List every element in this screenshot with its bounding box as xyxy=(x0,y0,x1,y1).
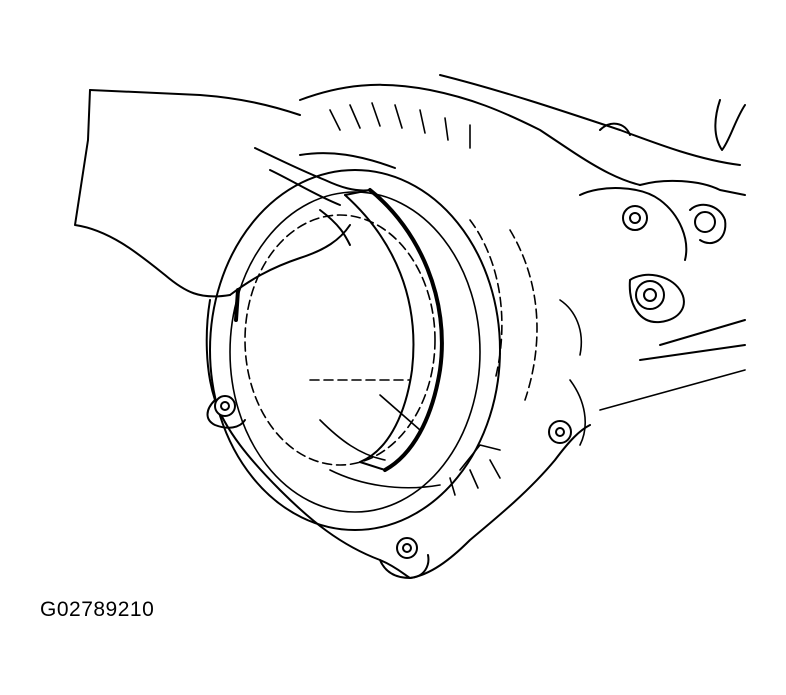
bolt-hole-lower-right xyxy=(548,420,572,444)
bolt-hole-upper xyxy=(622,205,648,231)
figure-id-label: G02789210 xyxy=(40,598,155,621)
housing-flange xyxy=(205,83,641,579)
bolt-holes xyxy=(214,205,716,559)
oil-seal xyxy=(344,188,444,472)
housing-bore-rings xyxy=(209,169,501,531)
bolt-hole-right xyxy=(635,280,665,310)
bolt-hole-far-right xyxy=(694,211,716,233)
bolt-hole-bottom xyxy=(396,537,418,559)
housing-mount-bracket xyxy=(439,74,746,446)
bolt-hole-left xyxy=(214,395,236,417)
hand xyxy=(74,89,396,322)
casting-ribs xyxy=(329,102,501,496)
housing-internal-detail xyxy=(309,219,538,489)
